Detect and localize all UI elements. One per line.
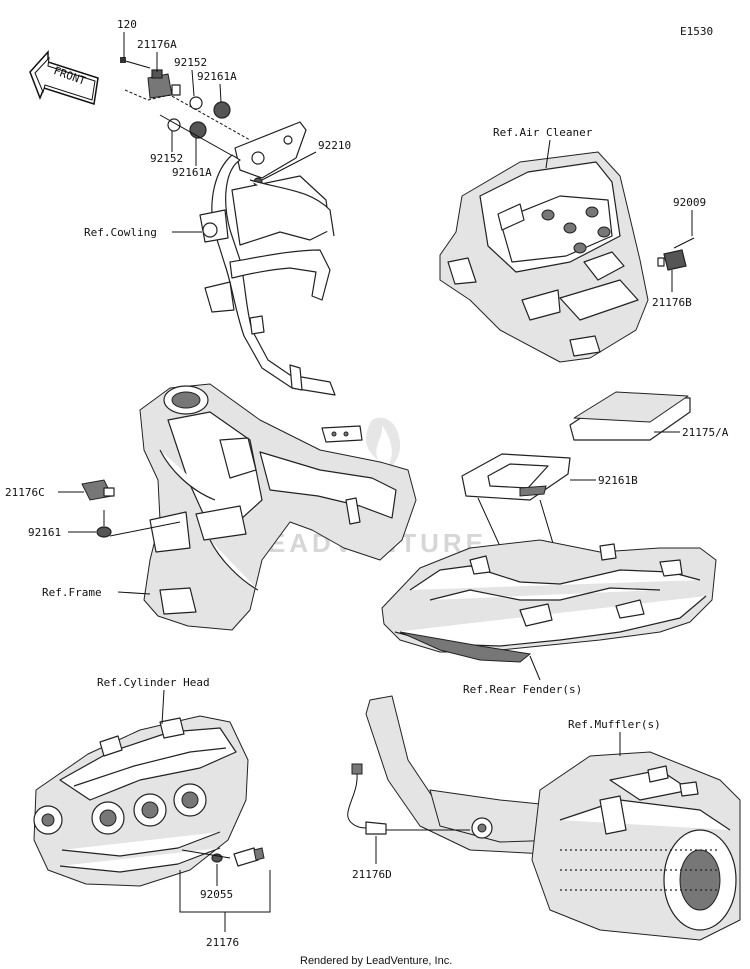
label-92055: 92055 [200,888,233,901]
sensor-21176 [181,847,265,867]
cylinder-head-assembly [33,715,249,887]
label-92161A-top: 92161A [197,70,237,83]
spacer-92152-bot [167,118,181,132]
ref-rear-fender: Ref.Rear Fender(s) [463,683,582,696]
label-21176A: 21176A [137,38,177,51]
label-92152-top: 92152 [174,56,207,69]
frame-assembly [139,383,417,631]
sensor-21176A [147,69,181,99]
label-92161A-bot: 92161A [172,166,212,179]
ref-cylinder-head: Ref.Cylinder Head [97,676,210,689]
sensor-21176D [347,763,387,835]
ref-air-cleaner: Ref.Air Cleaner [493,126,593,139]
air-cleaner-assembly [439,151,695,363]
ref-frame: Ref.Frame [42,586,102,599]
ecu-21175A [569,391,691,441]
grommet-92161A-top [213,101,231,119]
sensor-21176C [81,479,115,501]
label-21176D: 21176D [352,868,392,881]
label-21176: 21176 [206,936,239,949]
label-92009: 92009 [673,196,706,209]
label-21175A: 21175/A [682,426,729,439]
diagram-code: E1530 [680,25,713,38]
spacer-92152-top [189,96,203,110]
label-21176C: 21176C [5,486,45,499]
exhaust-assembly [365,695,741,941]
ecu-bracket-92161B [461,453,571,501]
ref-cowling: Ref.Cowling [84,226,157,239]
label-92161: 92161 [28,526,61,539]
ref-muffler: Ref.Muffler(s) [568,718,661,731]
label-92161B: 92161B [598,474,638,487]
label-92210: 92210 [318,139,351,152]
rear-fender [381,539,717,663]
front-arrow-icon: FRONT [29,50,99,105]
cowling-stay-assembly [120,57,336,396]
label-92152-bot: 92152 [150,152,183,165]
grommet-92161 [96,510,112,538]
bolt-120 [120,57,151,69]
footer-credit: Rendered by LeadVenture, Inc. [300,955,452,967]
label-21176B: 21176B [652,296,692,309]
grommet-92161A-bot [189,121,207,139]
label-120: 120 [117,18,137,31]
